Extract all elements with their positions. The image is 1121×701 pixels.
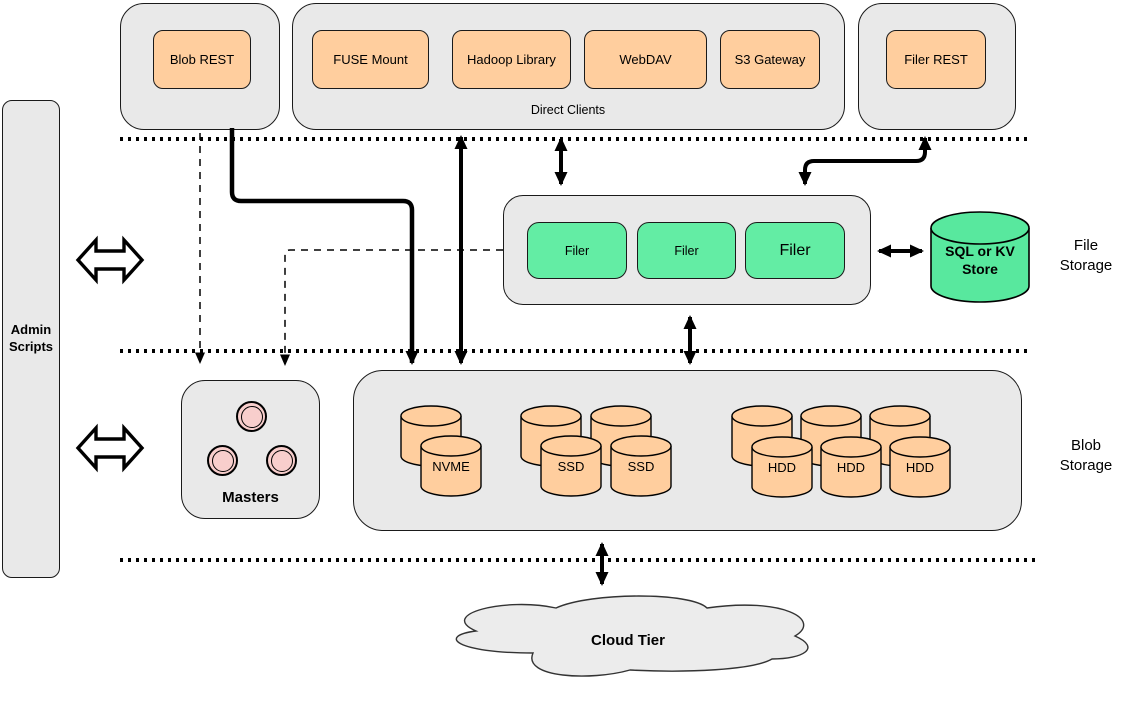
dashed-arrow-filers-to-masters [280, 249, 503, 366]
admin-scripts-bar: Admin Scripts [2, 100, 60, 578]
file-storage-tier-label: File Storage [1059, 237, 1113, 275]
filer-label: Filer [779, 241, 811, 259]
volume-cylinder-label: HDD [905, 460, 935, 475]
fuse-mount-label: FUSE Mount [333, 52, 408, 67]
filer-label: Filer [674, 243, 699, 258]
filer-node: Filer [527, 222, 627, 279]
volume-cylinder-label: SSD [627, 459, 655, 474]
client-node-hadoop-library: Hadoop Library [452, 30, 571, 89]
volume-cylinder-hdd: HDD [889, 436, 951, 498]
cylinder-shape-icon [930, 211, 1030, 303]
volume-cylinder-ssd: SSD [540, 435, 602, 497]
volume-cylinder-label: SSD [557, 459, 585, 474]
filer-node: Filer [637, 222, 736, 279]
admin-file-storage-arrow-icon [75, 235, 145, 285]
blob-storage-tier-label: Blob Storage [1059, 437, 1113, 475]
blob-rest-node: Blob REST [153, 30, 251, 89]
volume-cylinder-ssd: SSD [610, 435, 672, 497]
webdav-label: WebDAV [619, 52, 672, 67]
filer-rest-label: Filer REST [904, 52, 968, 67]
admin-blob-storage-arrow-icon [75, 423, 145, 473]
arrow-blobrest-to-blobstore [229, 128, 419, 365]
admin-scripts-label: Admin Scripts [8, 322, 54, 354]
cloud-tier-label: Cloud Tier [591, 632, 665, 649]
blob-rest-label: Blob REST [169, 52, 235, 67]
master-node-icon [236, 401, 267, 432]
volume-cylinder-nvme: NVME [420, 435, 482, 497]
arrow-filerrest-filers [798, 136, 932, 186]
hadoop-library-label: Hadoop Library [467, 52, 556, 67]
filer-label: Filer [564, 243, 590, 258]
filer-rest-node: Filer REST [886, 30, 986, 89]
volume-cylinder-hdd: HDD [820, 436, 882, 498]
masters-box: Masters [181, 380, 320, 519]
sql-kv-store-cylinder: SQL or KV Store [930, 211, 1030, 303]
masters-label: Masters [222, 489, 279, 506]
sql-kv-store-label: SQL or KV Store [945, 243, 1015, 277]
s3-gateway-label: S3 Gateway [734, 52, 806, 67]
direct-clients-label: Direct Clients [530, 103, 606, 117]
volume-cylinder-label: HDD [836, 460, 866, 475]
client-node-fuse-mount: FUSE Mount [312, 30, 429, 89]
master-node-icon [266, 445, 297, 476]
volume-cylinder-label: HDD [767, 460, 797, 475]
volume-cylinder-hdd: HDD [751, 436, 813, 498]
master-node-icon [207, 445, 238, 476]
volume-cylinder-label: NVME [432, 459, 470, 474]
client-node-s3-gateway: S3 Gateway [720, 30, 820, 89]
filer-node: Filer [745, 222, 845, 279]
client-node-webdav: WebDAV [584, 30, 707, 89]
